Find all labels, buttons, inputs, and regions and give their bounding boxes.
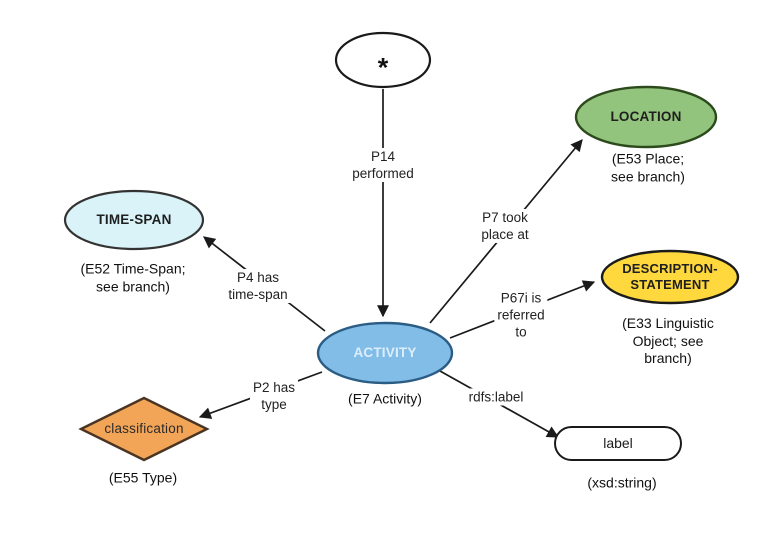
edge-label-p67i: P67i is referred to — [494, 289, 548, 341]
timespan-node-label: TIME-SPAN — [96, 212, 172, 227]
timespan-node — [63, 189, 205, 251]
label-node-caption: (xsd:string) — [587, 474, 657, 491]
edge-label-p14: P14 performed — [349, 148, 417, 182]
edge-label-p7: P7 took place at — [478, 209, 532, 243]
classification-node-label: classification — [104, 421, 184, 436]
label-node-label: label — [603, 435, 633, 451]
activity-node — [316, 321, 454, 385]
edge-label-p4: P4 has time-span — [225, 269, 291, 303]
location-caption: (E53 Place; see branch) — [611, 150, 685, 185]
activity-node-label: ACTIVITY — [353, 345, 417, 360]
classification-caption: (E55 Type) — [108, 469, 178, 486]
star-node — [334, 31, 432, 89]
description-statement-caption: (E33 Linguistic Object; see branch) — [622, 314, 714, 366]
location-node — [574, 85, 718, 149]
edge-label-p2: P2 has type — [249, 379, 299, 413]
label-node — [554, 426, 682, 461]
star-node-label: * — [377, 52, 389, 83]
location-node-label: LOCATION — [610, 109, 682, 124]
classification-node — [78, 396, 210, 462]
activity-caption: (E7 Activity) — [348, 390, 422, 407]
description-statement-node-label: DESCRIPTION- STATEMENT — [622, 261, 718, 292]
edge-label-rdfs: rdfs:label — [465, 388, 527, 406]
description-statement-node — [600, 249, 740, 305]
timespan-caption: (E52 Time-Span; see branch) — [80, 260, 186, 295]
